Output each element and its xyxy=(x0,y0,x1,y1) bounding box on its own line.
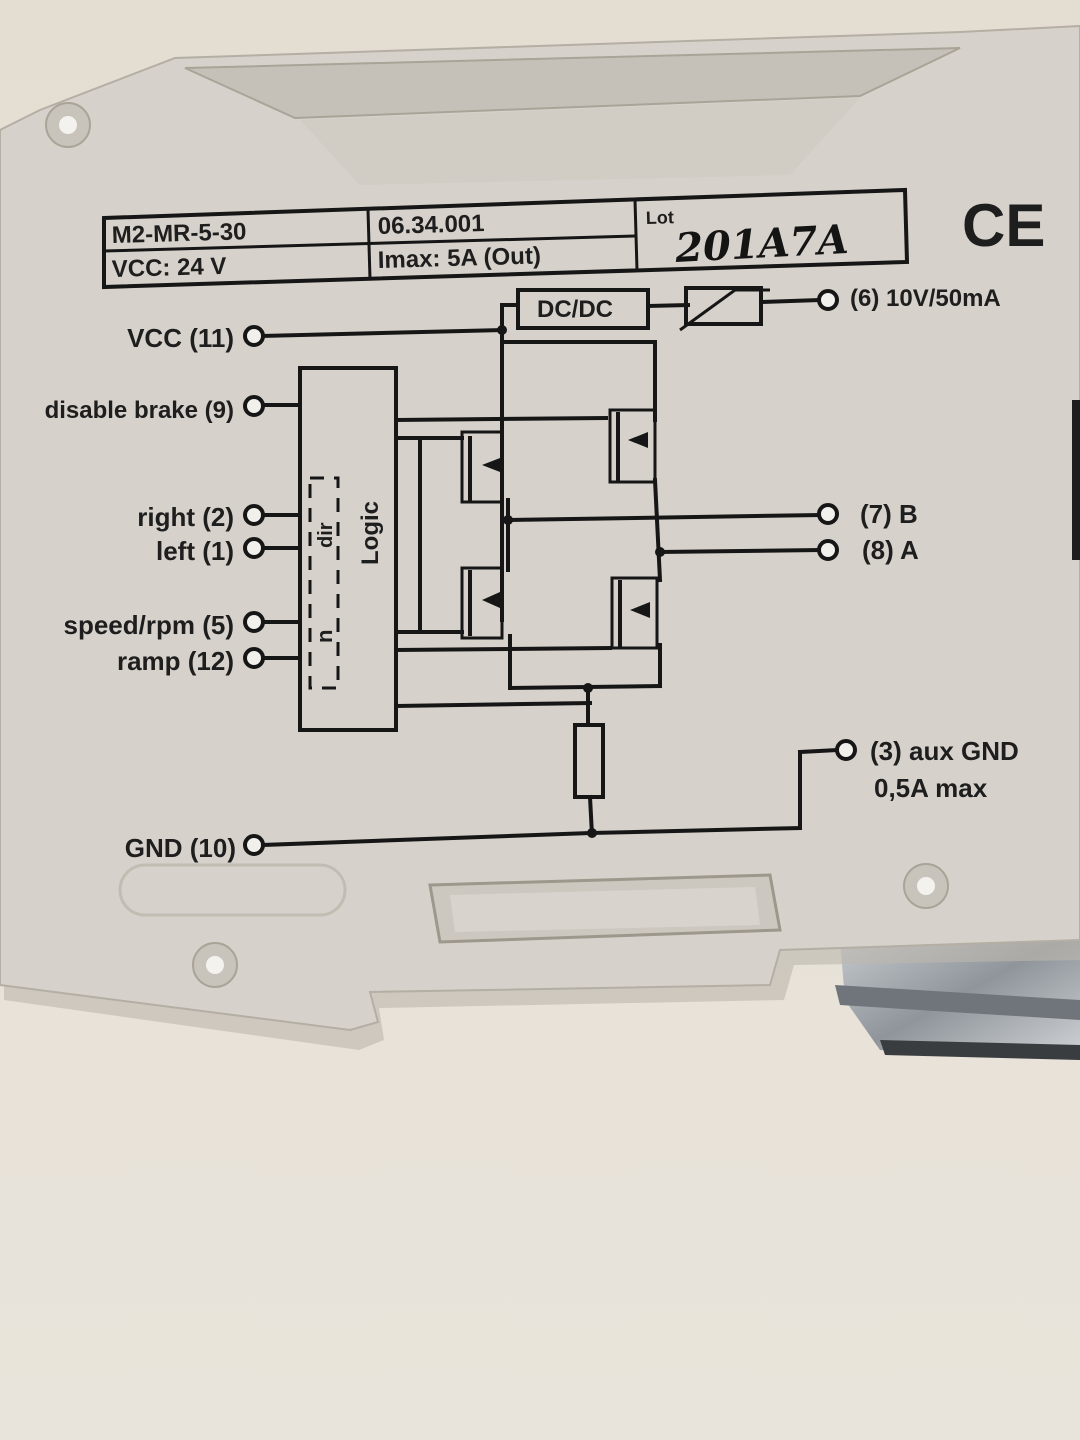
circuit-schematic xyxy=(259,286,841,848)
terminal-markers xyxy=(243,289,857,856)
terminal-10v: (6) 10V/50mA xyxy=(850,285,1001,312)
top-slot xyxy=(184,47,961,120)
label-lot-handwritten: 201A7A xyxy=(673,216,850,272)
bottom-clip xyxy=(428,873,782,944)
module-housing xyxy=(0,24,1080,1032)
dir-label: dir xyxy=(315,522,337,548)
terminal-b: (7) B xyxy=(860,499,918,529)
label-model: M2-MR-5-30 xyxy=(111,218,246,249)
terminal-aux-gnd: (3) aux GND xyxy=(870,736,1019,766)
n-label: n xyxy=(312,630,337,643)
terminal-gnd: GND (10) xyxy=(125,833,236,863)
terminal-ramp: ramp (12) xyxy=(117,646,234,676)
embossed-mark xyxy=(118,863,347,917)
mounting-holes xyxy=(45,102,949,988)
label-lot-caption: Lot xyxy=(646,207,675,228)
right-edge-dark-strip xyxy=(1072,400,1080,560)
label-table xyxy=(102,187,910,290)
logic-label: Logic xyxy=(357,501,384,565)
terminal-a: (8) A xyxy=(862,535,919,565)
terminal-disable-brake: disable brake (9) xyxy=(45,397,234,424)
label-imax: Imax: 5A (Out) xyxy=(377,242,541,274)
label-vcc: VCC: 24 V xyxy=(111,253,226,283)
label-article-number: 06.34.001 xyxy=(377,210,484,240)
ce-mark: CE xyxy=(962,192,1045,259)
terminal-left: left (1) xyxy=(156,536,234,566)
terminal-vcc: VCC (11) xyxy=(127,323,234,353)
dcdc-label: DC/DC xyxy=(537,296,613,323)
terminal-aux-gnd-max: 0,5A max xyxy=(874,773,988,803)
terminal-right: right (2) xyxy=(137,502,234,532)
terminal-speed: speed/rpm (5) xyxy=(64,610,235,640)
